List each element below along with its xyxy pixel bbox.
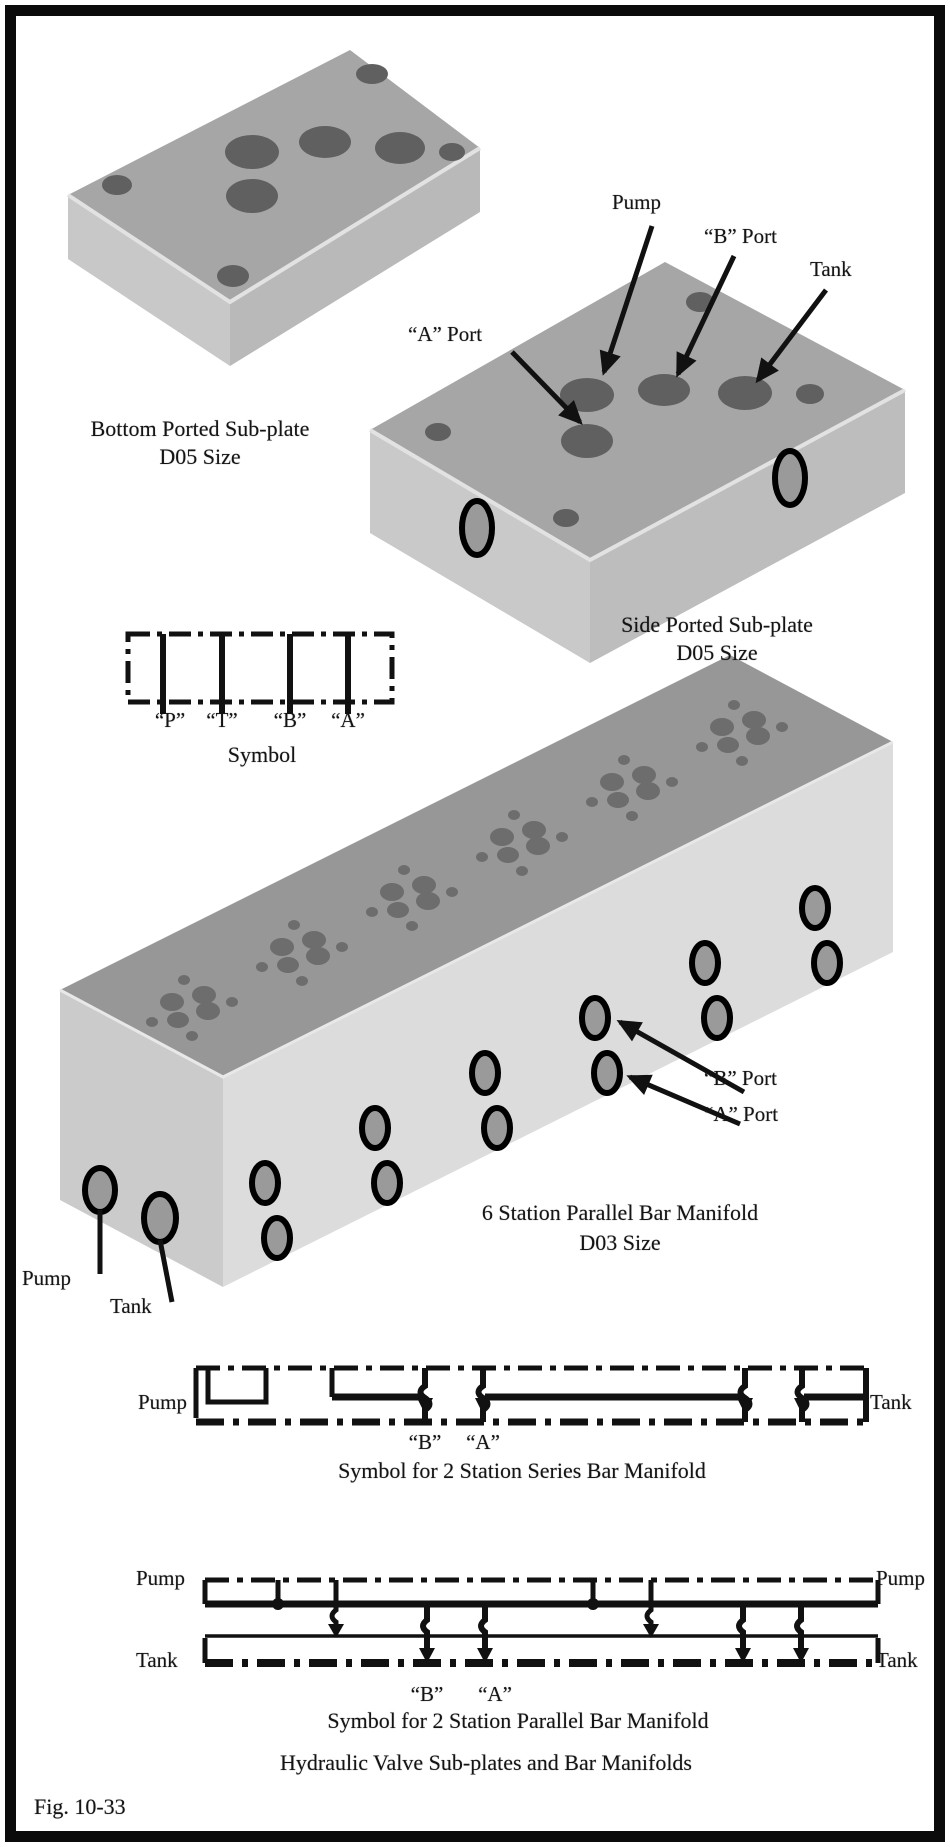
manifold-pump-label: Pump (22, 1266, 72, 1290)
series-flow-arrows (417, 1398, 810, 1414)
parallel-b-label: “B” (410, 1682, 444, 1706)
parallel-pump-left-label: Pump (136, 1566, 186, 1590)
side-ported-pump-label: Pump (612, 190, 662, 214)
valve-symbol-t-label: “T” (206, 708, 238, 732)
manifold-caption-line1: 6 Station Parallel Bar Manifold (481, 1200, 759, 1225)
side-ported-caption-line1: Side Ported Sub-plate (621, 612, 813, 637)
parallel-tank-right-label: Tank (876, 1648, 918, 1672)
station-hole-clusters (146, 700, 788, 1041)
bottom-ported-caption-line1: Bottom Ported Sub-plate (90, 416, 310, 441)
bottom-ported-caption-line2: D05 Size (159, 444, 241, 469)
figure-title: Hydraulic Valve Sub-plates and Bar Manif… (279, 1750, 692, 1775)
valve-symbol-drawing (125, 631, 395, 714)
series-symbol-caption: Symbol for 2 Station Series Bar Manifold (338, 1458, 706, 1483)
figure-number: Fig. 10-33 (34, 1794, 126, 1819)
manifold-b-port-label: “B” Port (704, 1066, 777, 1090)
parallel-tank-left-label: Tank (136, 1648, 178, 1672)
parallel-pump-right-label: Pump (876, 1566, 926, 1590)
parallel-a-label: “A” (478, 1682, 512, 1706)
series-pump-label: Pump (138, 1390, 188, 1414)
bottom-ported-subplate-3d (66, 50, 482, 366)
side-ported-a-port-label: “A” Port (408, 322, 483, 346)
manifold-callouts (97, 1019, 746, 1303)
series-tank-label: Tank (870, 1390, 912, 1414)
side-ported-b-port-label: “B” Port (704, 224, 777, 248)
side-ported-caption-line2: D05 Size (676, 640, 758, 665)
side-ports (459, 448, 808, 558)
valve-symbol-caption: Symbol (227, 742, 297, 767)
side-ported-tank-label: Tank (810, 257, 852, 281)
figure-border (5, 5, 945, 1842)
series-a-label: “A” (466, 1430, 500, 1454)
manifold-3d (59, 655, 894, 1303)
valve-symbol-b-label: “B” (273, 708, 307, 732)
valve-symbol-p-label: “P” (154, 708, 186, 732)
series-symbol-drawing (193, 1365, 869, 1426)
side-ported-subplate-3d (368, 225, 906, 663)
top-face-holes (425, 292, 824, 527)
valve-symbol-a-label: “A” (331, 708, 365, 732)
manifold-tank-label: Tank (110, 1294, 152, 1318)
front-face-ports (249, 885, 843, 1261)
parallel-symbol-caption: Symbol for 2 Station Parallel Bar Manifo… (327, 1708, 709, 1733)
callout-arrows (510, 225, 828, 425)
series-b-label: “B” (408, 1430, 442, 1454)
parallel-flow-arrows (272, 1598, 809, 1663)
manifold-a-port-label: “A” Port (704, 1102, 779, 1126)
manifold-caption-line2: D03 Size (579, 1230, 661, 1255)
parallel-symbol-drawing (202, 1577, 881, 1667)
top-face-holes (102, 64, 465, 287)
